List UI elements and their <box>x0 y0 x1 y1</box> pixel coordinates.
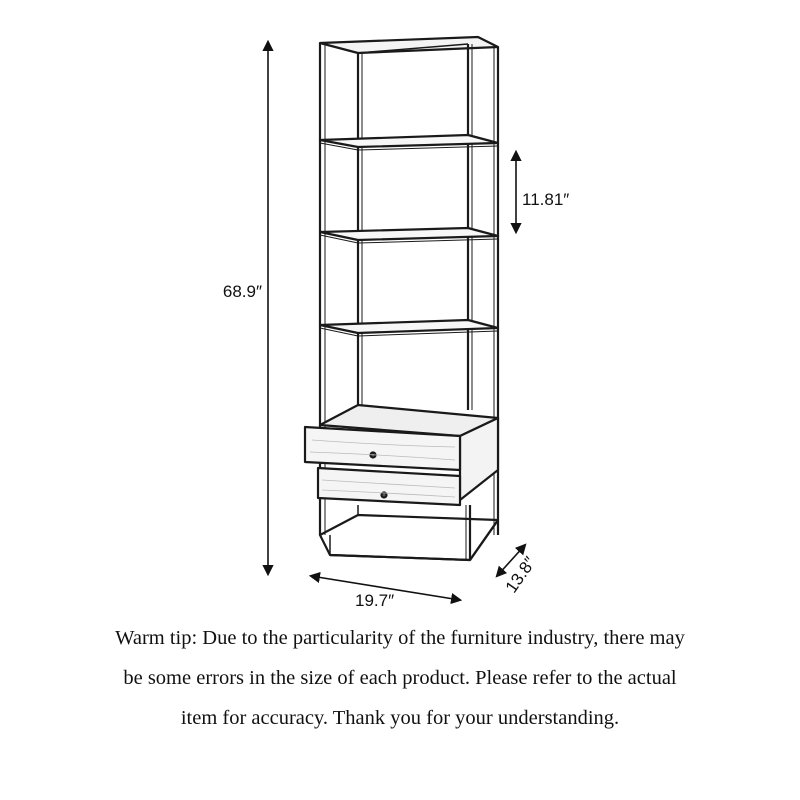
depth-dimension: 13.8″ <box>495 543 540 596</box>
shelf-spacing-dimension: 11.81″ <box>510 149 569 235</box>
tip-line-1: Warm tip: Due to the particularity of th… <box>115 627 685 649</box>
bookshelf-frame <box>303 35 500 562</box>
depth-label: 13.8″ <box>502 553 540 596</box>
height-dimension: 68.9″ <box>223 39 274 577</box>
bookshelf-diagram: 68.9″ 11.81″ 19.7″ 13.8″ <box>223 35 569 610</box>
shelf-spacing-label: 11.81″ <box>522 190 569 209</box>
width-label: 19.7″ <box>355 591 394 610</box>
warm-tip-text: Warm tip: Due to the particularity of th… <box>20 618 780 738</box>
height-label: 68.9″ <box>223 282 262 301</box>
width-dimension: 19.7″ <box>308 571 463 610</box>
tip-line-3: item for accuracy. Thank you for your un… <box>180 707 620 729</box>
tip-line-2: be some errors in the size of each produ… <box>123 667 677 689</box>
